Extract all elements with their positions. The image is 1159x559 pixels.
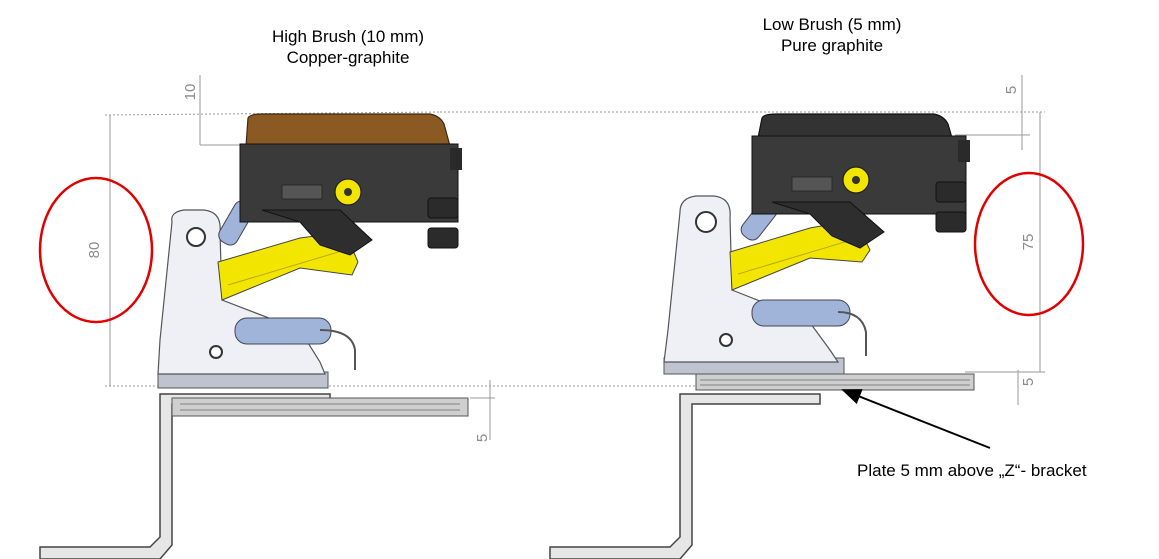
annotation-text: Plate 5 mm above „Z“- bracket: [857, 461, 1087, 480]
left-plate: [171, 397, 469, 417]
annotation-arrow: [841, 389, 991, 449]
right-z-bracket: [549, 393, 821, 559]
left-dim-top-label: 10: [182, 84, 199, 101]
right-title-line2: Pure graphite: [780, 36, 884, 55]
right-highlight-circle: [973, 171, 1085, 317]
right-graphite-brush: [757, 113, 953, 139]
left-terminal-upper: [427, 197, 459, 219]
right-pivot-hole: [695, 211, 717, 233]
right-brush-assembly: [549, 113, 975, 559]
right-dim-bottom-label: 5: [1020, 378, 1037, 386]
left-dim-offset-label: 5: [474, 434, 491, 442]
right-title-line1: Low Brush (5 mm): [762, 15, 902, 34]
right-lower-hole: [719, 333, 733, 347]
left-copper-brush: [245, 113, 451, 147]
left-spring-roller-lower: [234, 317, 332, 345]
left-highlight-circle: [38, 176, 154, 324]
left-dim-height-label: 80: [86, 242, 103, 259]
right-terminal-lower: [935, 211, 967, 233]
left-lower-hole: [209, 345, 223, 359]
right-plate: [695, 373, 975, 391]
right-dim-height-label: 75: [1020, 234, 1037, 251]
left-yellow-arm: [217, 231, 359, 301]
left-pivot-hole: [186, 227, 206, 247]
left-terminal-lower: [427, 227, 459, 249]
right-terminal-upper: [935, 181, 967, 203]
right-spring-roller-lower: [751, 299, 851, 327]
left-z-bracket: [39, 393, 331, 559]
right-dim-top-label: 5: [1003, 86, 1020, 94]
left-title: High Brush (10 mm) Copper-graphite: [238, 26, 458, 68]
left-title-line1: High Brush (10 mm): [271, 27, 425, 46]
right-title: Low Brush (5 mm) Pure graphite: [722, 14, 942, 56]
left-brush-assembly: [39, 113, 469, 559]
left-title-line2: Copper-graphite: [286, 48, 410, 67]
